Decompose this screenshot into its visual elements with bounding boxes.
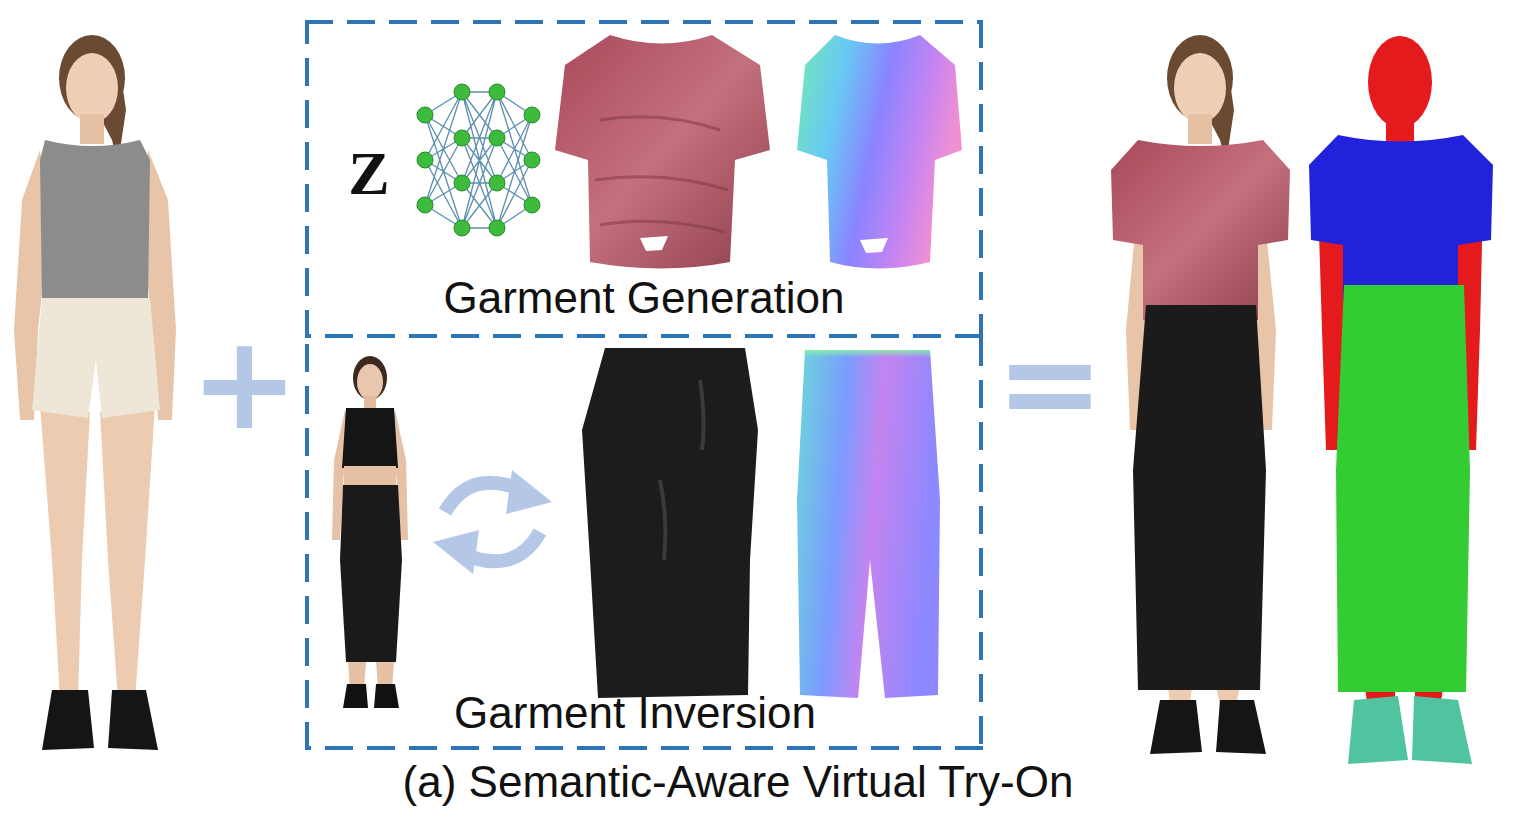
skirt-region bbox=[1336, 285, 1470, 692]
neuron bbox=[489, 130, 505, 146]
crop-top bbox=[342, 408, 398, 468]
neuron bbox=[417, 197, 433, 213]
tank-top bbox=[40, 140, 150, 300]
reference-photo bbox=[332, 356, 408, 708]
neuron bbox=[454, 130, 470, 146]
hair bbox=[353, 356, 387, 400]
plus-sign: + bbox=[190, 318, 290, 448]
shirt-texture bbox=[595, 117, 728, 232]
network-links bbox=[425, 92, 532, 228]
dashed-border bbox=[305, 334, 983, 338]
skin-region bbox=[1386, 112, 1414, 146]
skirt-fold bbox=[660, 380, 704, 560]
dashed-border bbox=[979, 20, 983, 338]
neuron bbox=[489, 220, 505, 236]
neuron bbox=[524, 152, 540, 168]
panel-title: Garment Generation bbox=[305, 273, 983, 324]
face bbox=[1174, 53, 1226, 123]
generated-shirt bbox=[555, 35, 770, 269]
neuron bbox=[417, 107, 433, 123]
math-symbol: Z bbox=[327, 138, 411, 209]
inverted-skirt bbox=[582, 348, 758, 698]
equals-sign: = bbox=[992, 318, 1108, 448]
shorts bbox=[32, 298, 160, 418]
panel-box: Z Garment Generation bbox=[305, 20, 983, 338]
pencil-skirt bbox=[340, 485, 402, 662]
neck bbox=[80, 114, 104, 144]
normal-map-skirt bbox=[797, 350, 940, 698]
shoe-region bbox=[1412, 696, 1472, 764]
sandal bbox=[42, 690, 94, 750]
semantic-map bbox=[1309, 36, 1493, 764]
leg bbox=[40, 405, 90, 700]
sandal bbox=[108, 690, 158, 750]
neuron bbox=[524, 107, 540, 123]
sandal bbox=[1216, 700, 1266, 754]
dashed-border bbox=[305, 338, 309, 750]
shoe-region bbox=[1348, 696, 1408, 764]
dashed-border bbox=[305, 20, 309, 338]
tried-on-shirt bbox=[1111, 140, 1290, 320]
panel-title: Garment Inversion bbox=[413, 688, 857, 739]
model-photo bbox=[14, 35, 176, 750]
neuron bbox=[454, 220, 470, 236]
neuron bbox=[454, 84, 470, 100]
dashed-border bbox=[979, 338, 983, 750]
upper-clothes-region bbox=[1309, 135, 1493, 300]
swap-arrows bbox=[433, 470, 552, 574]
neuron bbox=[454, 175, 470, 191]
arrow-head bbox=[506, 470, 552, 514]
panel-box: Garment Inversion bbox=[305, 338, 983, 750]
neuron bbox=[417, 152, 433, 168]
midriff bbox=[344, 466, 396, 488]
neck bbox=[1188, 114, 1212, 144]
arrow-head bbox=[433, 530, 479, 574]
neuron bbox=[524, 197, 540, 213]
tried-on-skirt bbox=[1133, 305, 1266, 690]
dashed-border bbox=[305, 20, 983, 24]
artifact bbox=[860, 238, 888, 253]
sandal bbox=[1150, 700, 1202, 754]
normal-map-shirt bbox=[797, 35, 962, 269]
face bbox=[66, 53, 118, 123]
boots bbox=[343, 684, 399, 708]
normal-map-shade bbox=[800, 350, 932, 400]
dashed-border bbox=[305, 746, 983, 750]
neural-network bbox=[417, 84, 540, 236]
face bbox=[357, 364, 383, 400]
neuron bbox=[489, 84, 505, 100]
neuron bbox=[489, 175, 505, 191]
leg bbox=[100, 405, 155, 700]
artifact bbox=[640, 236, 668, 251]
figure-caption: (a) Semantic-Aware Virtual Try-On bbox=[280, 757, 1196, 808]
result-photo bbox=[1111, 35, 1290, 754]
